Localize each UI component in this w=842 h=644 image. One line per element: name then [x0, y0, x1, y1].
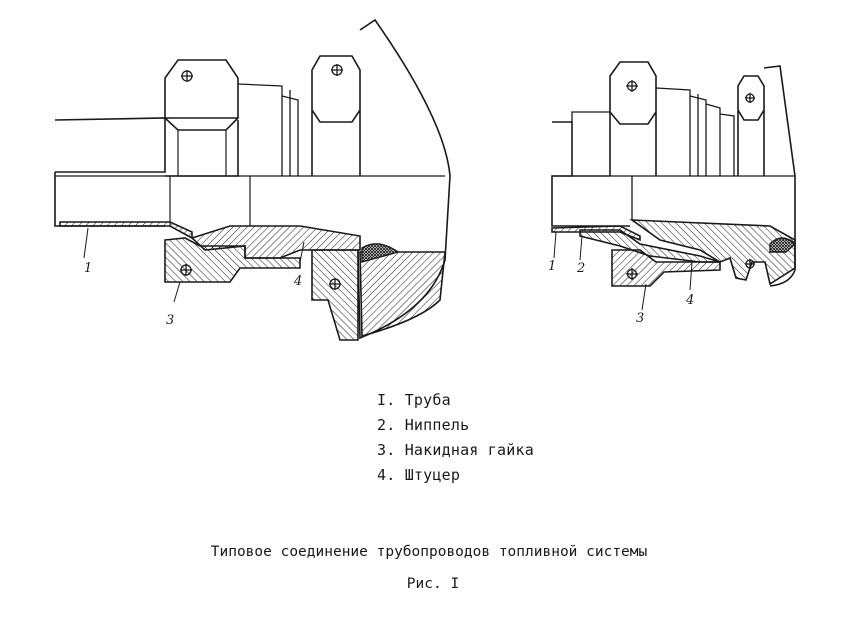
right-callout-2: 2	[576, 261, 585, 276]
right-callout-1: 1	[548, 259, 556, 274]
right-flange	[763, 65, 796, 287]
figure-caption: Типовое соединение трубопроводов топливн…	[210, 544, 648, 560]
figure-label: Рис. I	[406, 576, 460, 592]
legend-item: 3. Накидная гайка	[377, 441, 534, 459]
legend-item: I. Труба	[377, 391, 451, 409]
right-seal-ring	[769, 237, 797, 253]
left-callouts: 1 3 4	[84, 261, 302, 328]
right-callouts: 1 2 3 4	[548, 259, 694, 326]
left-pipe-outline	[54, 117, 166, 227]
left-seal-ring	[361, 243, 400, 263]
left-fitting-hex	[311, 55, 361, 176]
right-pipe-outline	[551, 121, 630, 227]
left-hex-nut	[164, 59, 239, 177]
legend-item: 2. Ниппель	[377, 416, 470, 434]
left-pipe-wall	[59, 221, 193, 240]
right-hex-nut	[609, 61, 657, 176]
left-fitting-lower	[311, 249, 359, 341]
right-callout-4: 4	[685, 293, 694, 308]
left-union-nut-section	[164, 237, 301, 283]
right-union-nut-section	[611, 249, 721, 287]
legend-item: 4. Штуцер	[377, 466, 461, 484]
left-connection-drawing	[54, 18, 451, 341]
right-fitting-hex	[737, 75, 765, 176]
left-callout-3: 3	[166, 313, 174, 328]
right-connection-drawing	[551, 61, 797, 311]
left-callout-4: 4	[293, 274, 302, 289]
right-callout-3: 3	[636, 311, 644, 326]
left-callout-1: 1	[84, 261, 92, 276]
parts-legend: I. Труба 2. Ниппель 3. Накидная гайка 4.…	[377, 388, 677, 488]
